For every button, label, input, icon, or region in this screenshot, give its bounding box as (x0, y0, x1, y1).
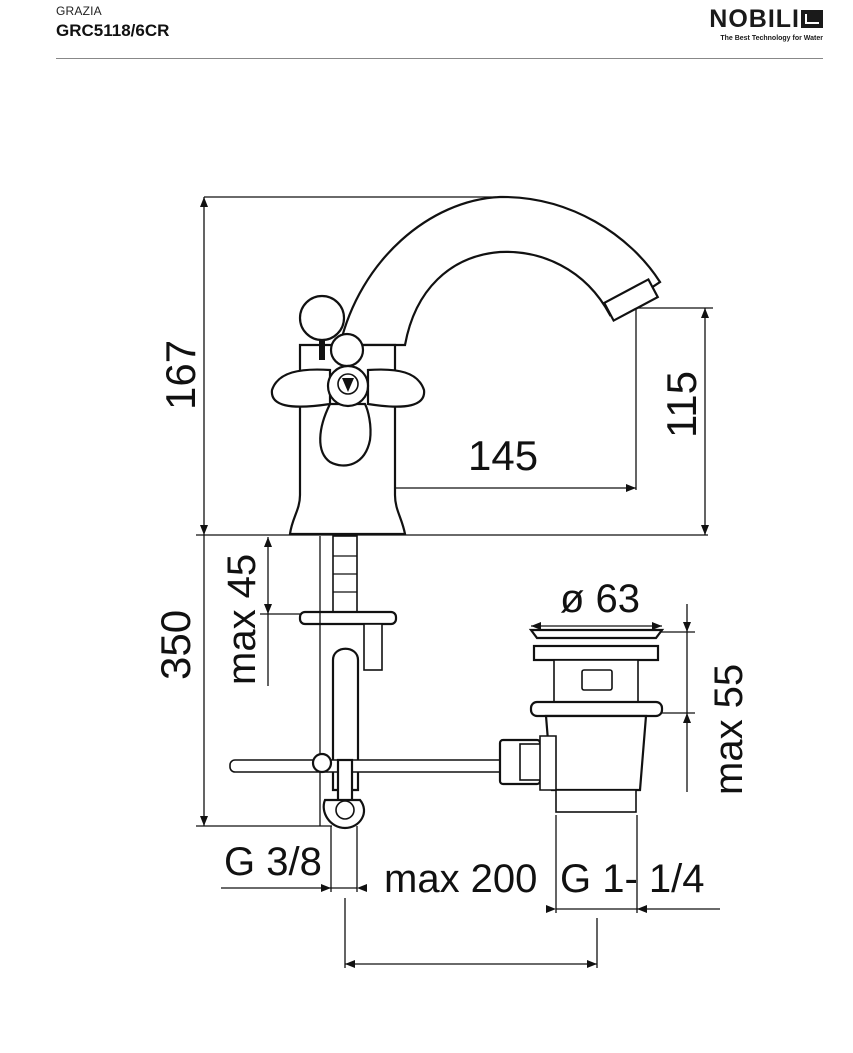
dim-spout-reach: 145 (468, 432, 538, 479)
dim-total-height: 167 (157, 340, 204, 410)
brand-tagline: The Best Technology for Water (720, 35, 823, 42)
dimension-labels: 167 115 145 350 max 45 ø 63 max 55 G 3/8… (152, 340, 751, 901)
dim-drain-diameter: ø 63 (560, 577, 640, 621)
product-series: GRAZIA (56, 4, 102, 18)
under-deck-assembly (229, 535, 511, 830)
drain-assembly (498, 628, 665, 813)
tap-body (270, 195, 662, 536)
dim-drain-max: max 55 (707, 664, 751, 795)
brand-wordmark: NOBILI (709, 5, 823, 34)
dim-max-deck: max 45 (220, 554, 264, 685)
dim-spout-height: 115 (658, 371, 705, 438)
header-divider (56, 58, 823, 59)
dim-below-deck: 350 (152, 610, 199, 680)
dim-supply-thread: G 3/8 (224, 840, 322, 884)
brand-mark-icon (801, 10, 823, 28)
dim-max-distance: max 200 (384, 857, 537, 901)
header: GRAZIA GRC5118/6CR NOBILI The Best Techn… (0, 0, 853, 62)
brand-logo: NOBILI The Best Technology for Water (673, 5, 823, 45)
dim-drain-thread: G 1- 1/4 (560, 857, 705, 901)
product-code: GRC5118/6CR (56, 21, 170, 40)
